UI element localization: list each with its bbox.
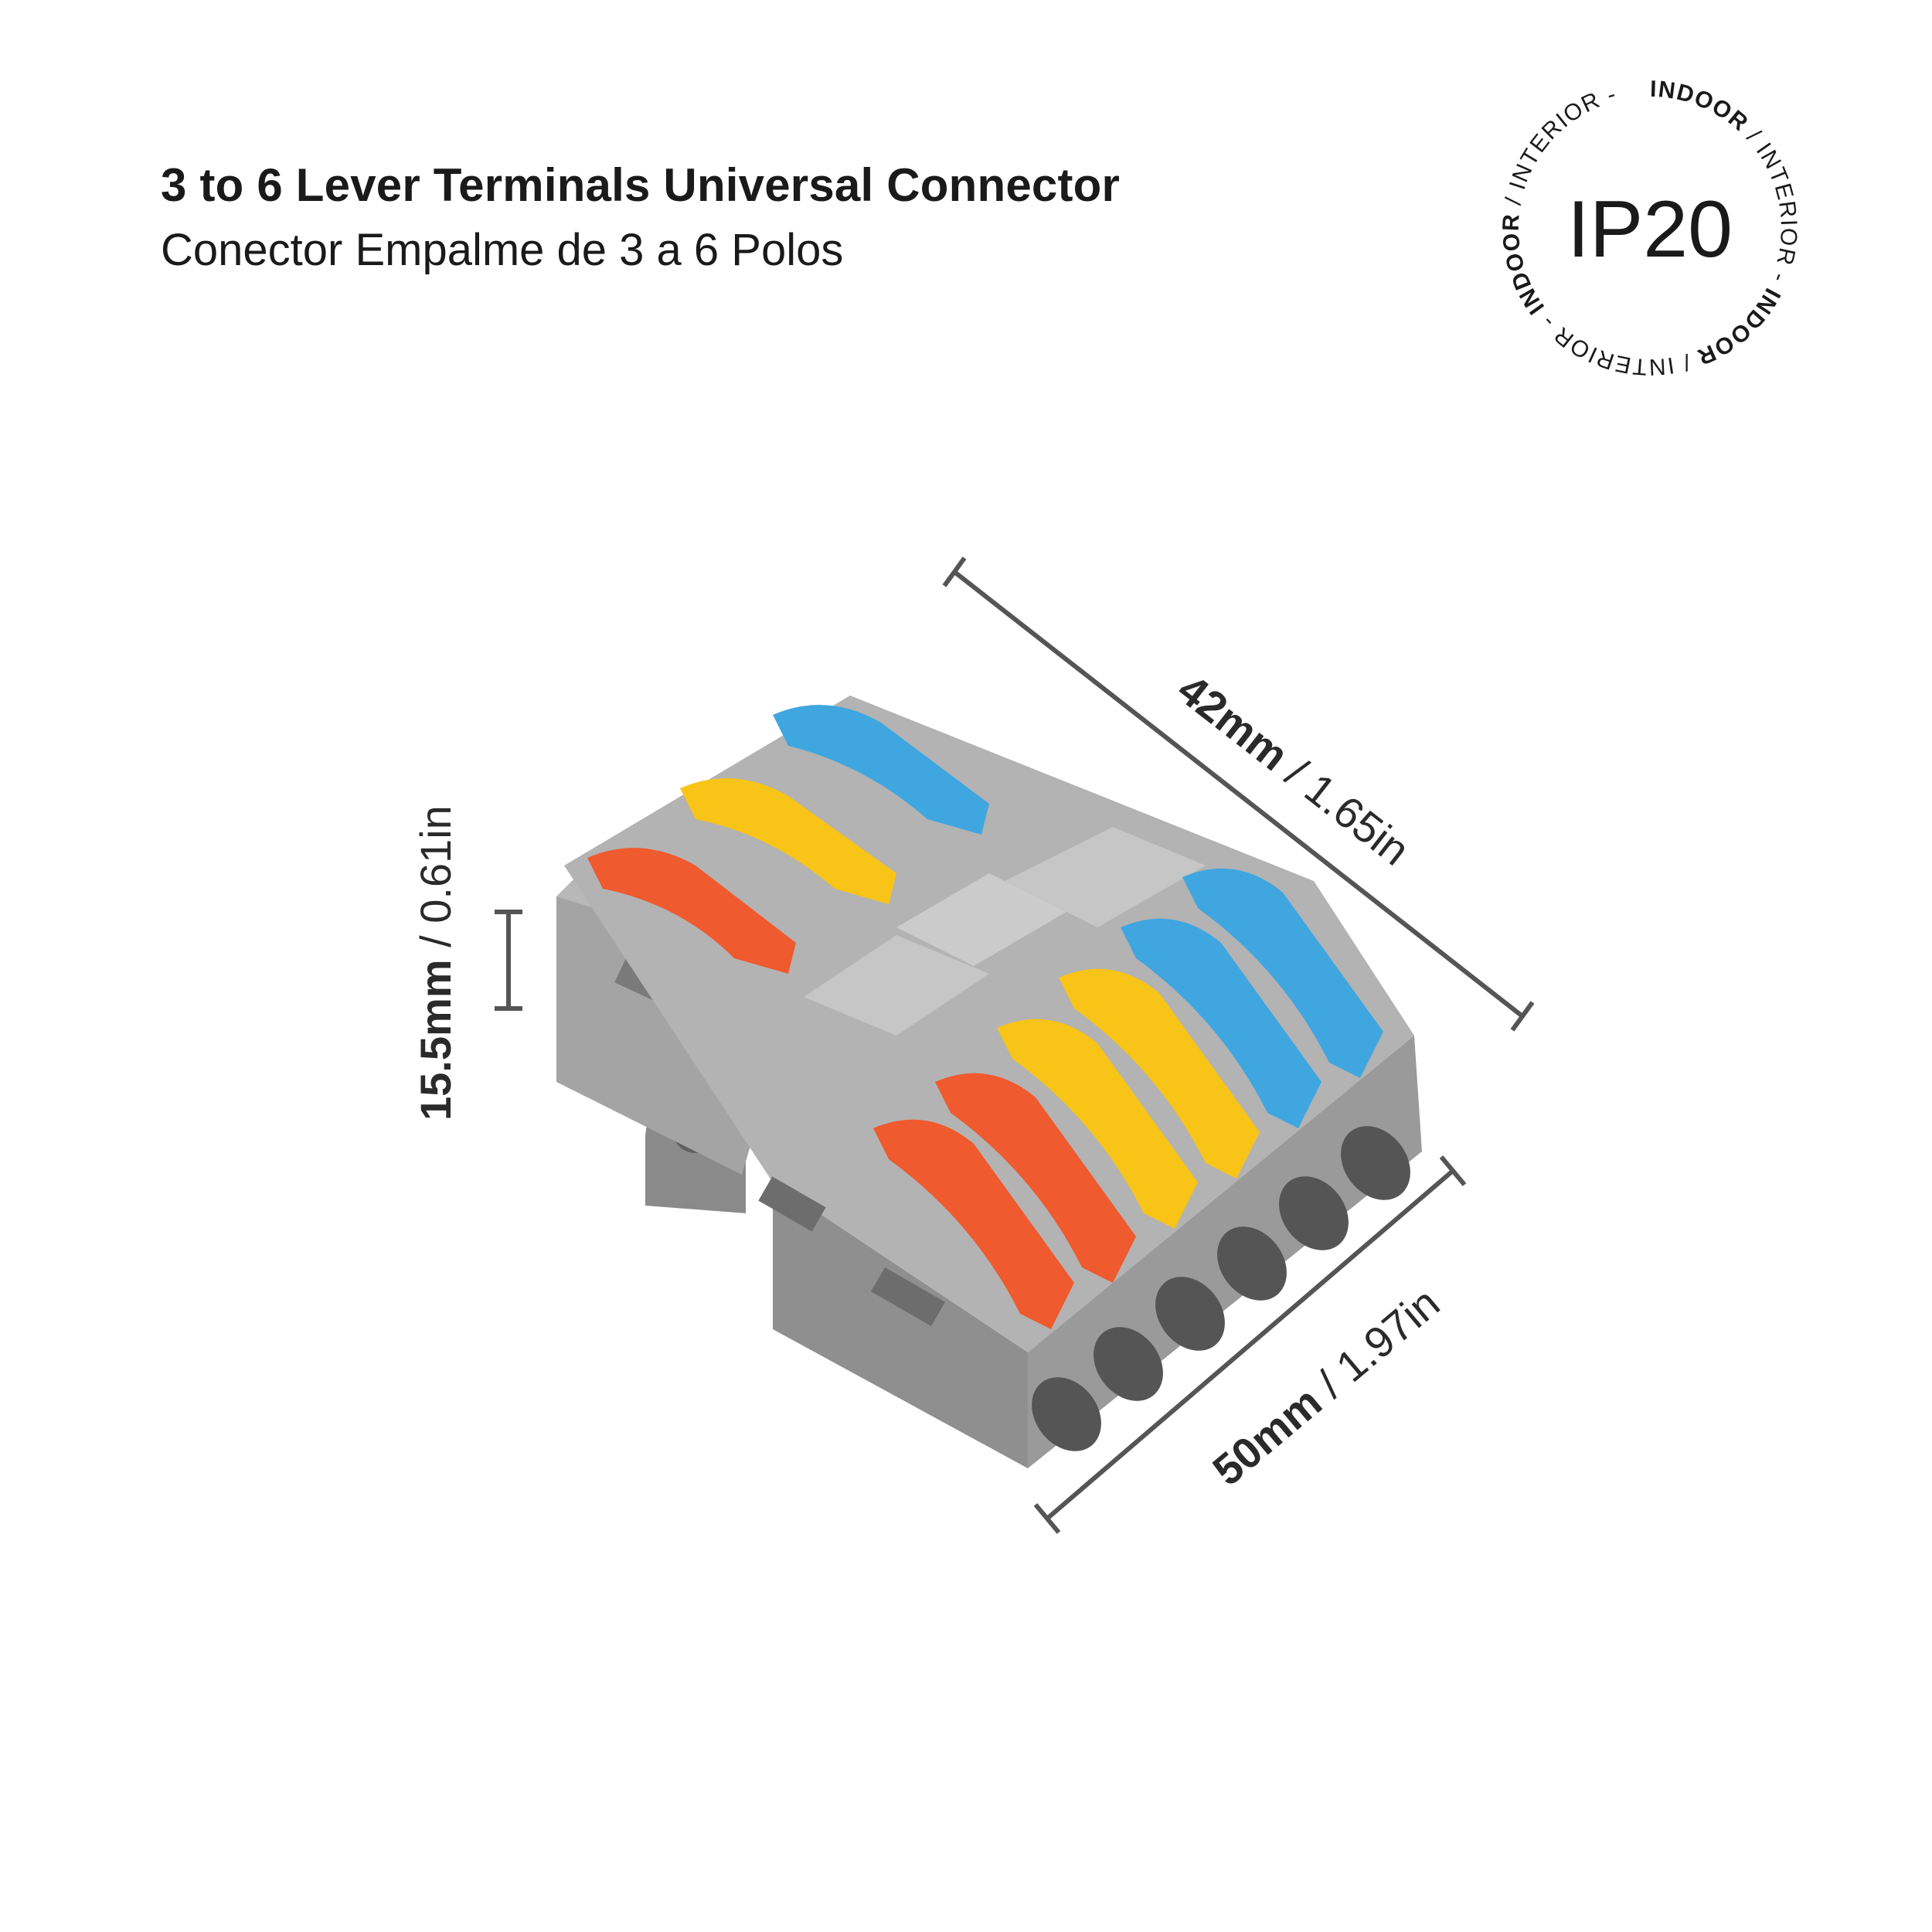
levers-input-side xyxy=(587,705,989,974)
housing-top xyxy=(564,696,1414,1352)
dimension-line xyxy=(953,570,1524,1019)
lever-orange xyxy=(587,848,796,974)
partition xyxy=(804,935,989,1036)
wire-hole xyxy=(1032,1377,1101,1451)
dimension-height: 15.5mm / 0.61in xyxy=(411,805,522,1121)
dimension-tick xyxy=(1439,1155,1467,1186)
dimension-tick xyxy=(1033,1503,1061,1534)
wire-hole xyxy=(1217,1226,1287,1301)
lever-yellow xyxy=(997,1019,1198,1229)
dimension-line xyxy=(1046,1168,1454,1521)
ring-segment: INDOOR xyxy=(1650,77,1753,137)
lever-blue xyxy=(1182,868,1383,1078)
housing-front xyxy=(773,1182,1028,1468)
dimension-label-width: 50mm / 1.97in xyxy=(1203,1278,1448,1495)
wire-hole xyxy=(1094,1327,1163,1401)
lever-orange xyxy=(873,1119,1074,1329)
product-subtitle: Conector Empalme de 3 a 6 Polos xyxy=(161,225,844,275)
release-slot xyxy=(758,1176,826,1232)
lever-yellow xyxy=(1059,968,1260,1179)
lever-blue xyxy=(773,705,989,835)
release-slot xyxy=(871,1267,945,1327)
ring-segment: INDOOR xyxy=(1693,284,1786,370)
dimension-tick xyxy=(1510,1001,1535,1032)
partition xyxy=(1005,827,1206,927)
ip20-badge: INDOOR / INTERIOR - INDOOR / INTERIOR - … xyxy=(1498,77,1801,379)
wire-entries xyxy=(1032,1126,1410,1451)
lever-orange xyxy=(935,1073,1136,1283)
lever-yellow xyxy=(680,778,896,904)
partition xyxy=(896,873,1066,966)
ring-segment: / INTERIOR - xyxy=(1736,118,1801,294)
wire-hole xyxy=(1155,1277,1225,1351)
dimension-tick xyxy=(942,556,967,587)
levers-output-side xyxy=(873,868,1383,1329)
wire-hole xyxy=(1279,1176,1349,1250)
connector-body xyxy=(556,696,1422,1468)
ring-segment: / INTERIOR - xyxy=(1529,304,1701,379)
product-title: 3 to 6 Lever Terminals Universal Connect… xyxy=(161,159,1121,211)
lever-blue xyxy=(1121,918,1321,1128)
badge-rating: IP20 xyxy=(1567,185,1733,274)
wire-hole xyxy=(1341,1126,1410,1200)
dimension-label-height: 15.5mm / 0.61in xyxy=(411,805,460,1121)
ring-segment: INDOOR xyxy=(1498,213,1549,319)
